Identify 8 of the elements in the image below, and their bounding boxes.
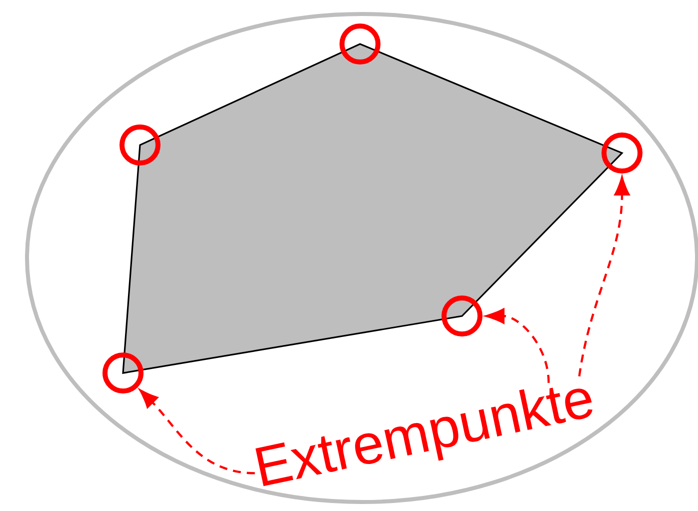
- dashed-arrow: [578, 176, 630, 376]
- vertex-circle: [102, 352, 144, 394]
- dashed-arrow: [140, 390, 255, 474]
- vertex-circle: [340, 24, 380, 64]
- vertex-circle: [602, 132, 642, 174]
- vertex-circle: [442, 296, 482, 336]
- vertex-circle: [120, 124, 160, 166]
- dashed-arrow: [486, 308, 550, 383]
